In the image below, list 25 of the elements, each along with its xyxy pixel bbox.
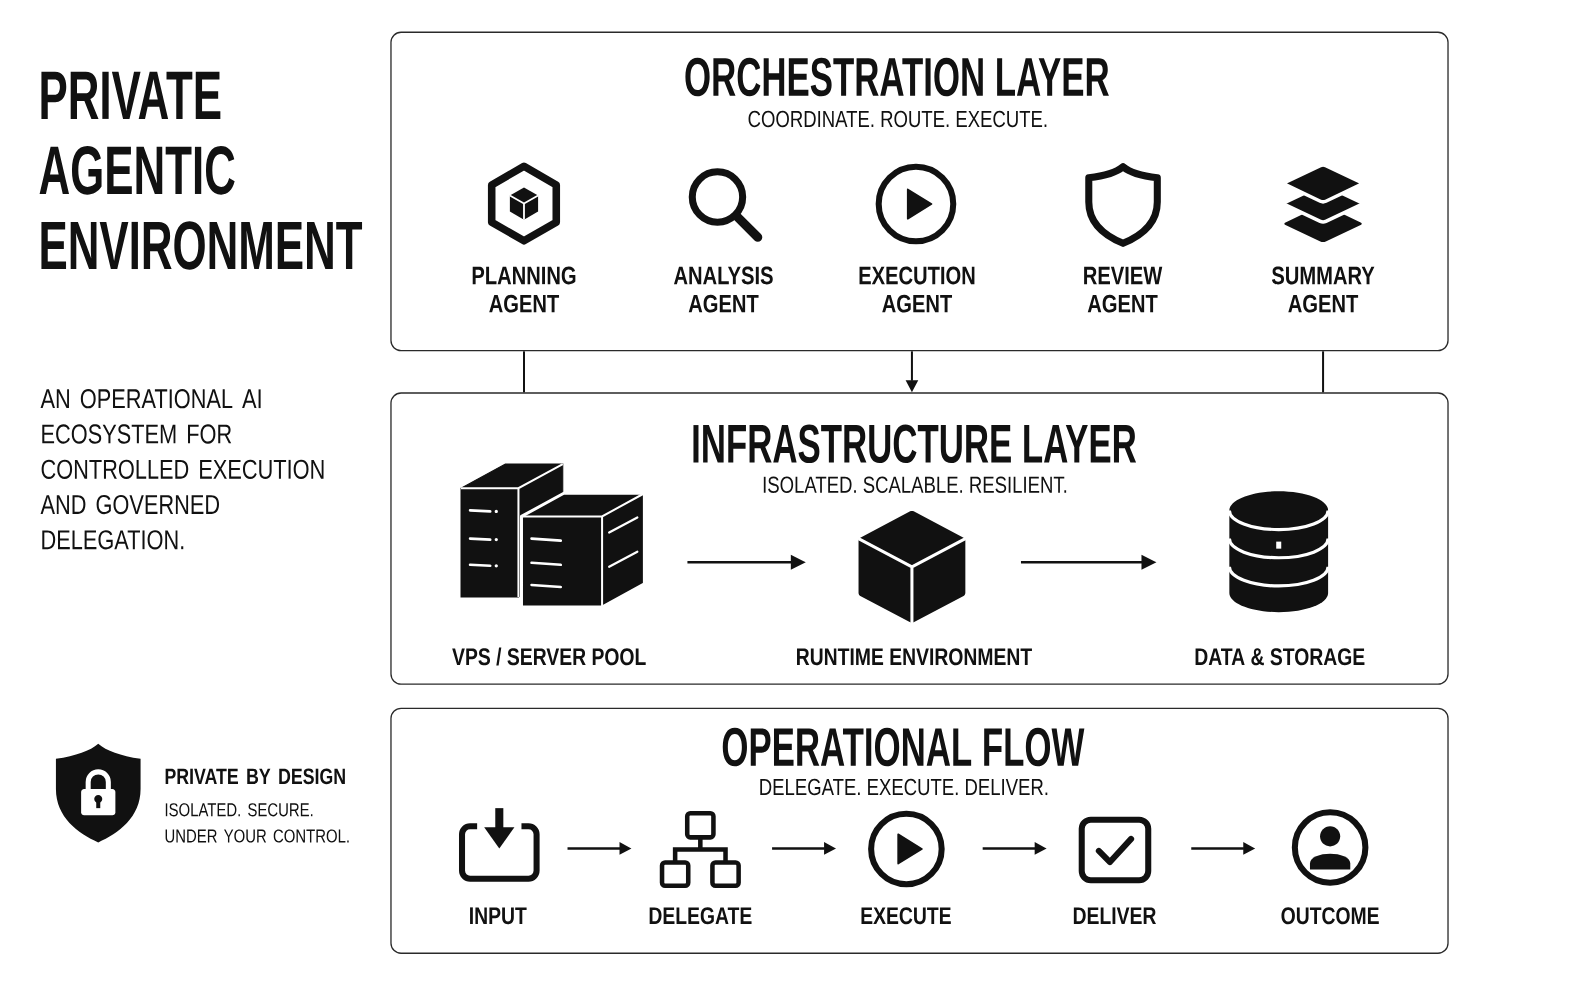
step-label: DELEGATE (649, 907, 752, 925)
description-text: AN OPERATIONAL AI ECOSYSTEM FOR CONTROLLED EXECUTION AND GOVERNED DELEGATION. (40, 389, 324, 550)
layer-title: OPERATIONAL FLOW (722, 728, 1085, 767)
feature-text: ISOLATED. SECURE. UNDER YOUR CONTROL. (165, 803, 349, 843)
agent-label: EXECUTION AGENT (859, 266, 975, 313)
agent-label: PLANNING AGENT (472, 266, 576, 313)
title: PRIVATE AGENTIC ENVIRONMENT (39, 72, 363, 270)
component-label: DATA & STORAGE (1195, 648, 1365, 666)
step-label: DELIVER (1073, 907, 1156, 925)
tagline: COORDINATE. ROUTE. EXECUTE. (748, 111, 1047, 128)
feature-heading: PRIVATE BY DESIGN (165, 768, 345, 785)
connector-line (523, 351, 525, 393)
agent-label: ANALYSIS AGENT (674, 266, 773, 313)
step-label: INPUT (470, 907, 527, 925)
agent-label: SUMMARY AGENT (1271, 266, 1375, 313)
step-label: EXECUTE (861, 907, 951, 925)
connector-line (1322, 351, 1325, 393)
layer-title: ORCHESTRATION LAYER (685, 57, 1109, 97)
component-label: VPS / SERVER POOL (452, 647, 646, 666)
component-label: RUNTIME ENVIRONMENT (797, 648, 1032, 666)
tagline: ISOLATED. SCALABLE. RESILIENT. (763, 476, 1067, 494)
layer-title: INFRASTRUCTURE LAYER (693, 424, 1137, 464)
tagline: DELEGATE. EXECUTE. DELIVER. (760, 779, 1048, 796)
step-label: OUTCOME (1281, 907, 1379, 925)
agent-label: REVIEW AGENT (1084, 267, 1163, 313)
